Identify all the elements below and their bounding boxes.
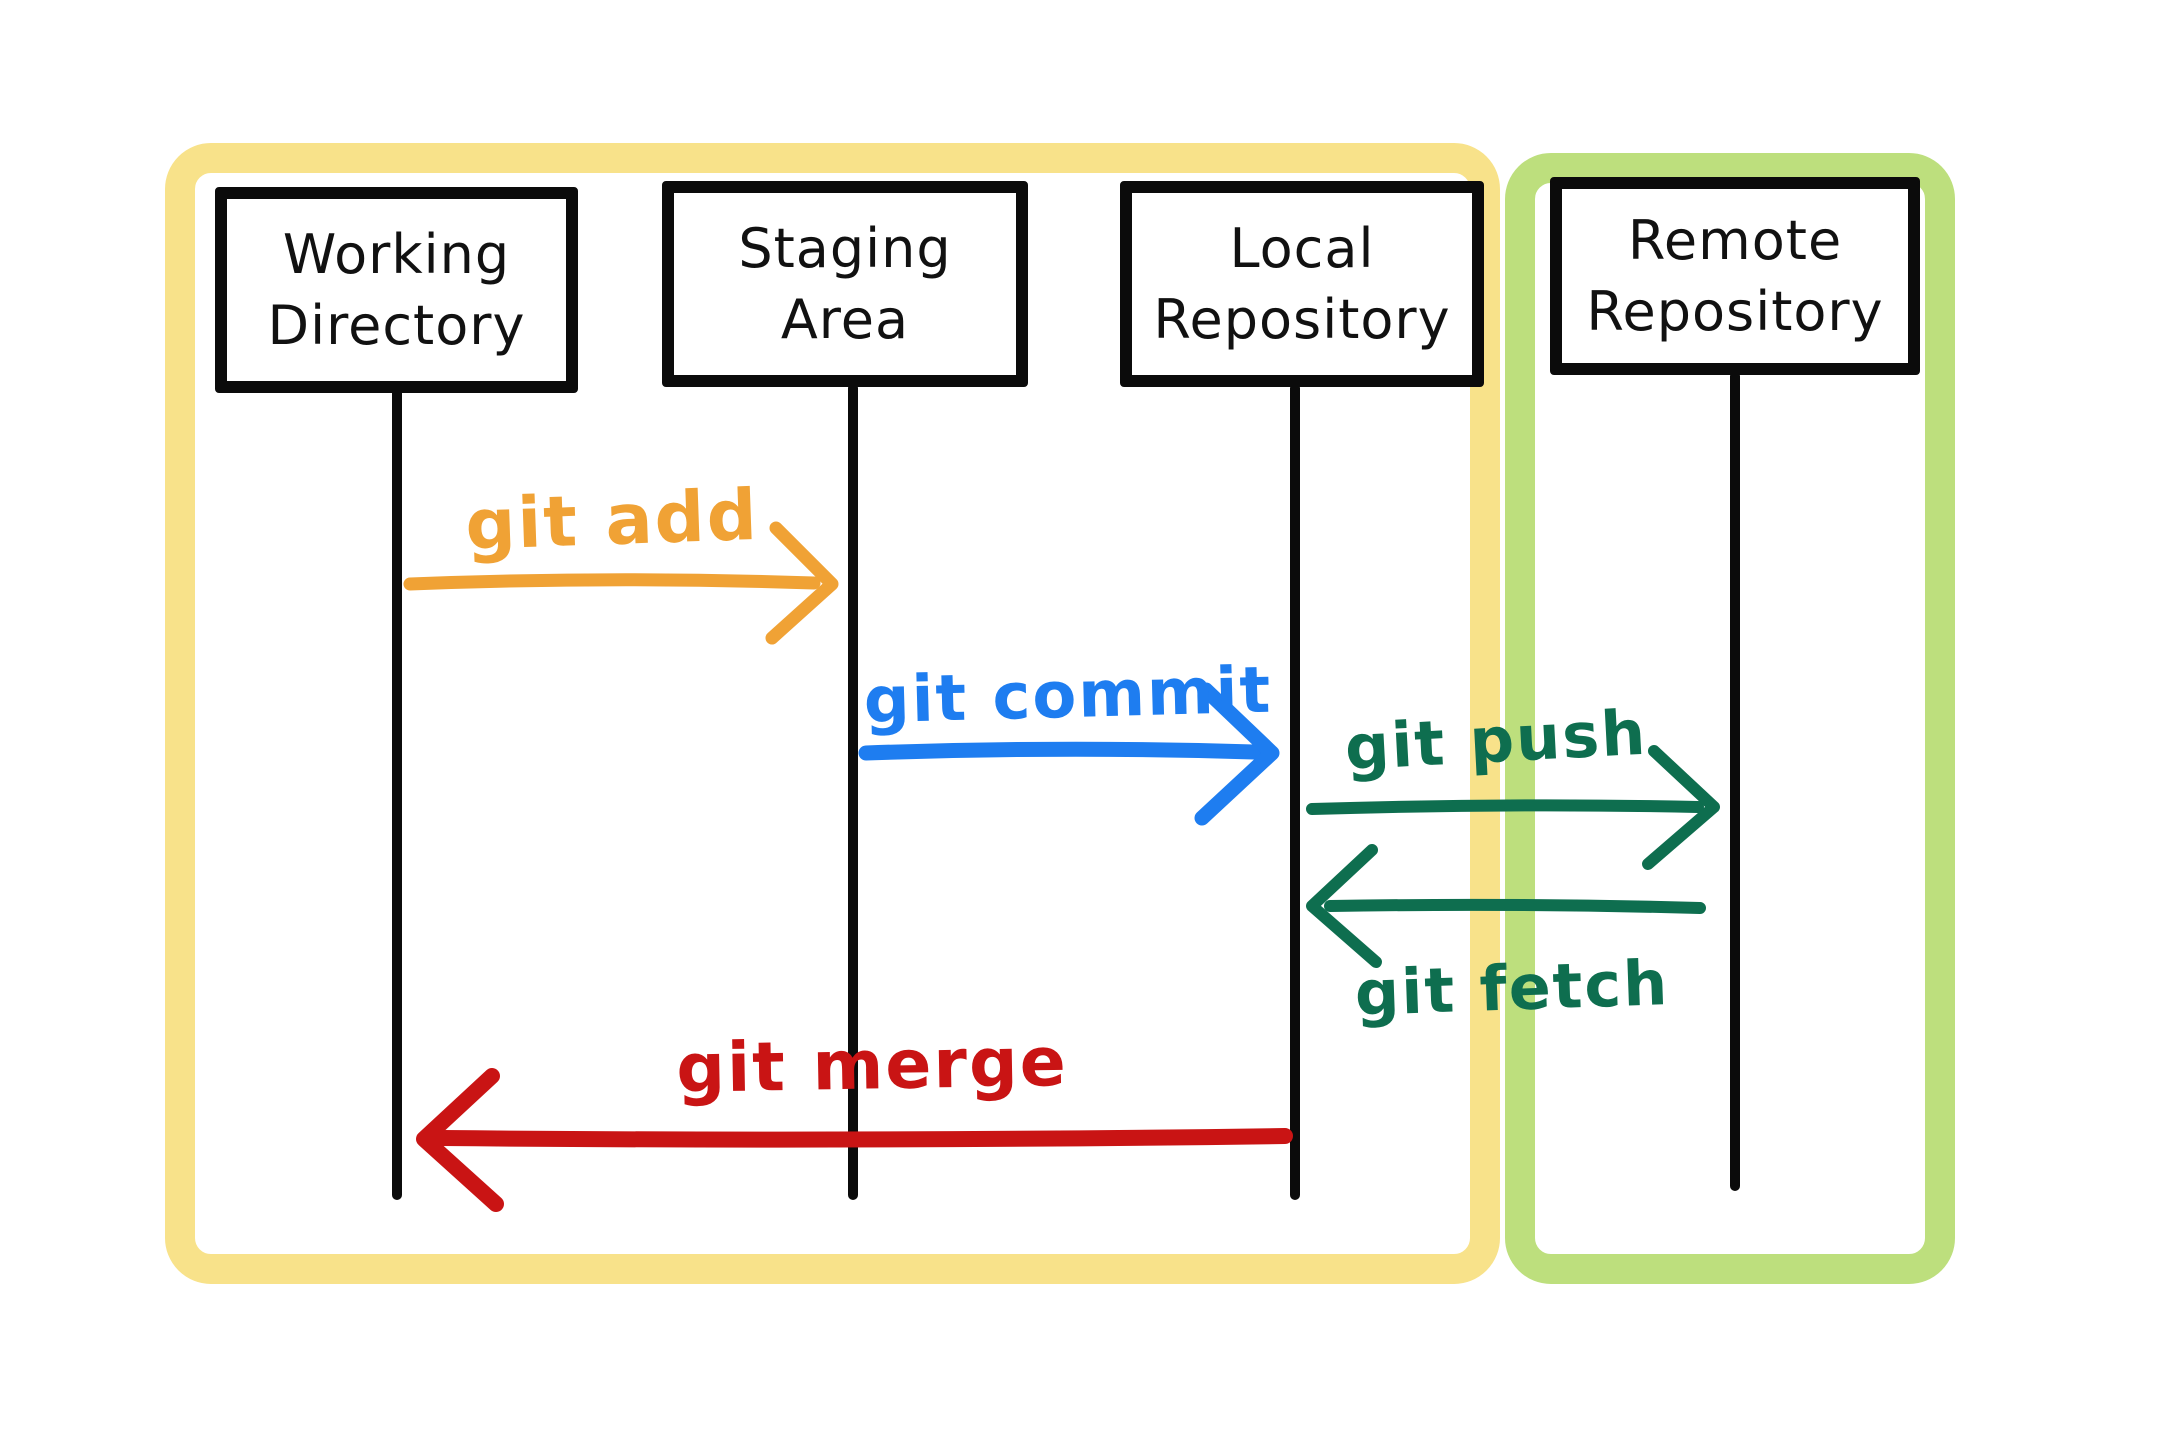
local-repository-lifeline — [1290, 383, 1300, 1200]
git-commit-arrow-head — [1194, 682, 1280, 826]
git-merge-arrow-line — [434, 1128, 1293, 1148]
git-fetch-arrow-head — [1306, 844, 1382, 968]
git-commit-command-label: git commit — [862, 653, 1274, 739]
local-repository-box: Local Repository — [1120, 181, 1484, 387]
git-add-arrow — [403, 521, 839, 645]
git-fetch-arrow — [1306, 844, 1706, 968]
staging-area-lifeline — [848, 383, 858, 1200]
git-push-arrow — [1306, 745, 1720, 870]
git-add-arrow-head — [765, 521, 839, 645]
git-add-arrow-line — [403, 573, 821, 591]
git-commit-arrow — [858, 682, 1280, 826]
git-merge-arrow — [416, 1068, 1293, 1212]
git-merge-command-label: git merge — [675, 1023, 1069, 1109]
git-push-arrow-head — [1642, 745, 1720, 870]
git-push-arrow-line — [1306, 799, 1704, 815]
local-repository-label: Local Repository — [1153, 216, 1451, 351]
git-commit-arrow-line — [858, 741, 1262, 761]
remote-repository-lifeline — [1730, 371, 1740, 1191]
git-fetch-arrow-line — [1324, 898, 1706, 914]
staging-area-label: Staging Area — [738, 216, 952, 351]
git-add-command-label: git add — [463, 473, 761, 567]
local-environment-zone — [165, 143, 1500, 1284]
working-directory-label: Working Directory — [267, 222, 526, 357]
remote-repository-box: Remote Repository — [1550, 177, 1920, 375]
working-directory-box: Working Directory — [215, 187, 578, 393]
remote-repository-label: Remote Repository — [1586, 208, 1884, 343]
git-merge-arrow-head — [416, 1068, 504, 1212]
staging-area-box: Staging Area — [662, 181, 1028, 387]
working-directory-lifeline — [392, 388, 402, 1200]
git-fetch-command-label: git fetch — [1353, 946, 1671, 1030]
